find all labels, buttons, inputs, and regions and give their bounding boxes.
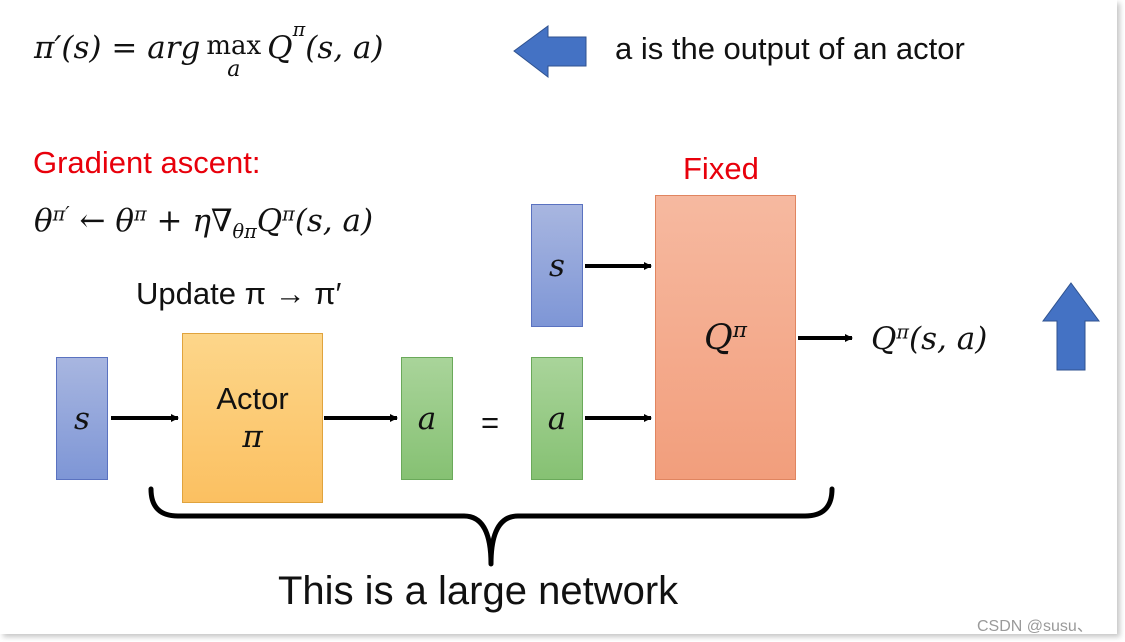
state-input-box: s	[56, 357, 108, 480]
grad-q-args: (s, a)	[294, 203, 374, 239]
fixed-label: Fixed	[683, 151, 759, 186]
max-word: max	[206, 31, 262, 61]
grad-theta-sup: π′	[52, 202, 70, 226]
state-critic-box: s	[531, 204, 583, 327]
grad-q-sup: π	[282, 202, 295, 226]
max-operator: max a	[206, 30, 262, 82]
action-output-box: a	[401, 357, 453, 480]
action-input-label: a	[547, 400, 567, 437]
state-critic-label: s	[549, 247, 565, 284]
action-output-label: a	[417, 400, 437, 437]
q-output: Qπ(s, a)	[871, 321, 987, 357]
network-brace	[148, 486, 835, 567]
left-block-arrow-icon	[513, 25, 587, 79]
grad-rhs-sup: π	[134, 202, 147, 226]
actor-pi: π	[242, 419, 263, 455]
max-subscript: a	[227, 57, 241, 82]
brace-caption: This is a large network	[278, 569, 679, 613]
up-block-arrow-icon	[1042, 282, 1100, 371]
grad-q: Q	[256, 203, 283, 239]
q-output-args: (s, a)	[909, 321, 988, 357]
grad-plus-eta: + η∇	[156, 203, 233, 239]
critic-q-sup: π	[732, 317, 747, 343]
grad-theta: θ	[34, 203, 53, 239]
action-input-box: a	[531, 357, 583, 480]
q-output-name: Q	[871, 321, 897, 357]
critic-q-box: Qπ	[655, 195, 796, 480]
q-output-sup: π	[896, 320, 910, 344]
grad-rhs: ← θ	[79, 203, 135, 239]
top-formula-args: (s, a)	[305, 30, 384, 66]
gradient-update-formula: θπ′ ← θπ + η∇θπQπ(s, a)	[34, 202, 374, 241]
update-label: Update π → π′	[136, 276, 342, 311]
watermark: CSDN @susu、	[977, 618, 1093, 634]
state-input-label: s	[74, 400, 90, 437]
actor-name: Actor	[216, 381, 289, 416]
gradient-ascent-title: Gradient ascent:	[33, 145, 261, 180]
top-formula-q: Q	[267, 30, 293, 66]
actor-box: Actor π	[182, 333, 323, 503]
critic-q-name: Q	[704, 317, 733, 358]
equals-sign: =	[481, 405, 500, 440]
actor-note: a is the output of an actor	[615, 31, 965, 66]
grad-nabla-sub: θπ	[232, 220, 257, 244]
critic-q-text: Qπ	[704, 318, 747, 358]
top-formula-lhs: π′(s) = arg	[34, 30, 201, 66]
